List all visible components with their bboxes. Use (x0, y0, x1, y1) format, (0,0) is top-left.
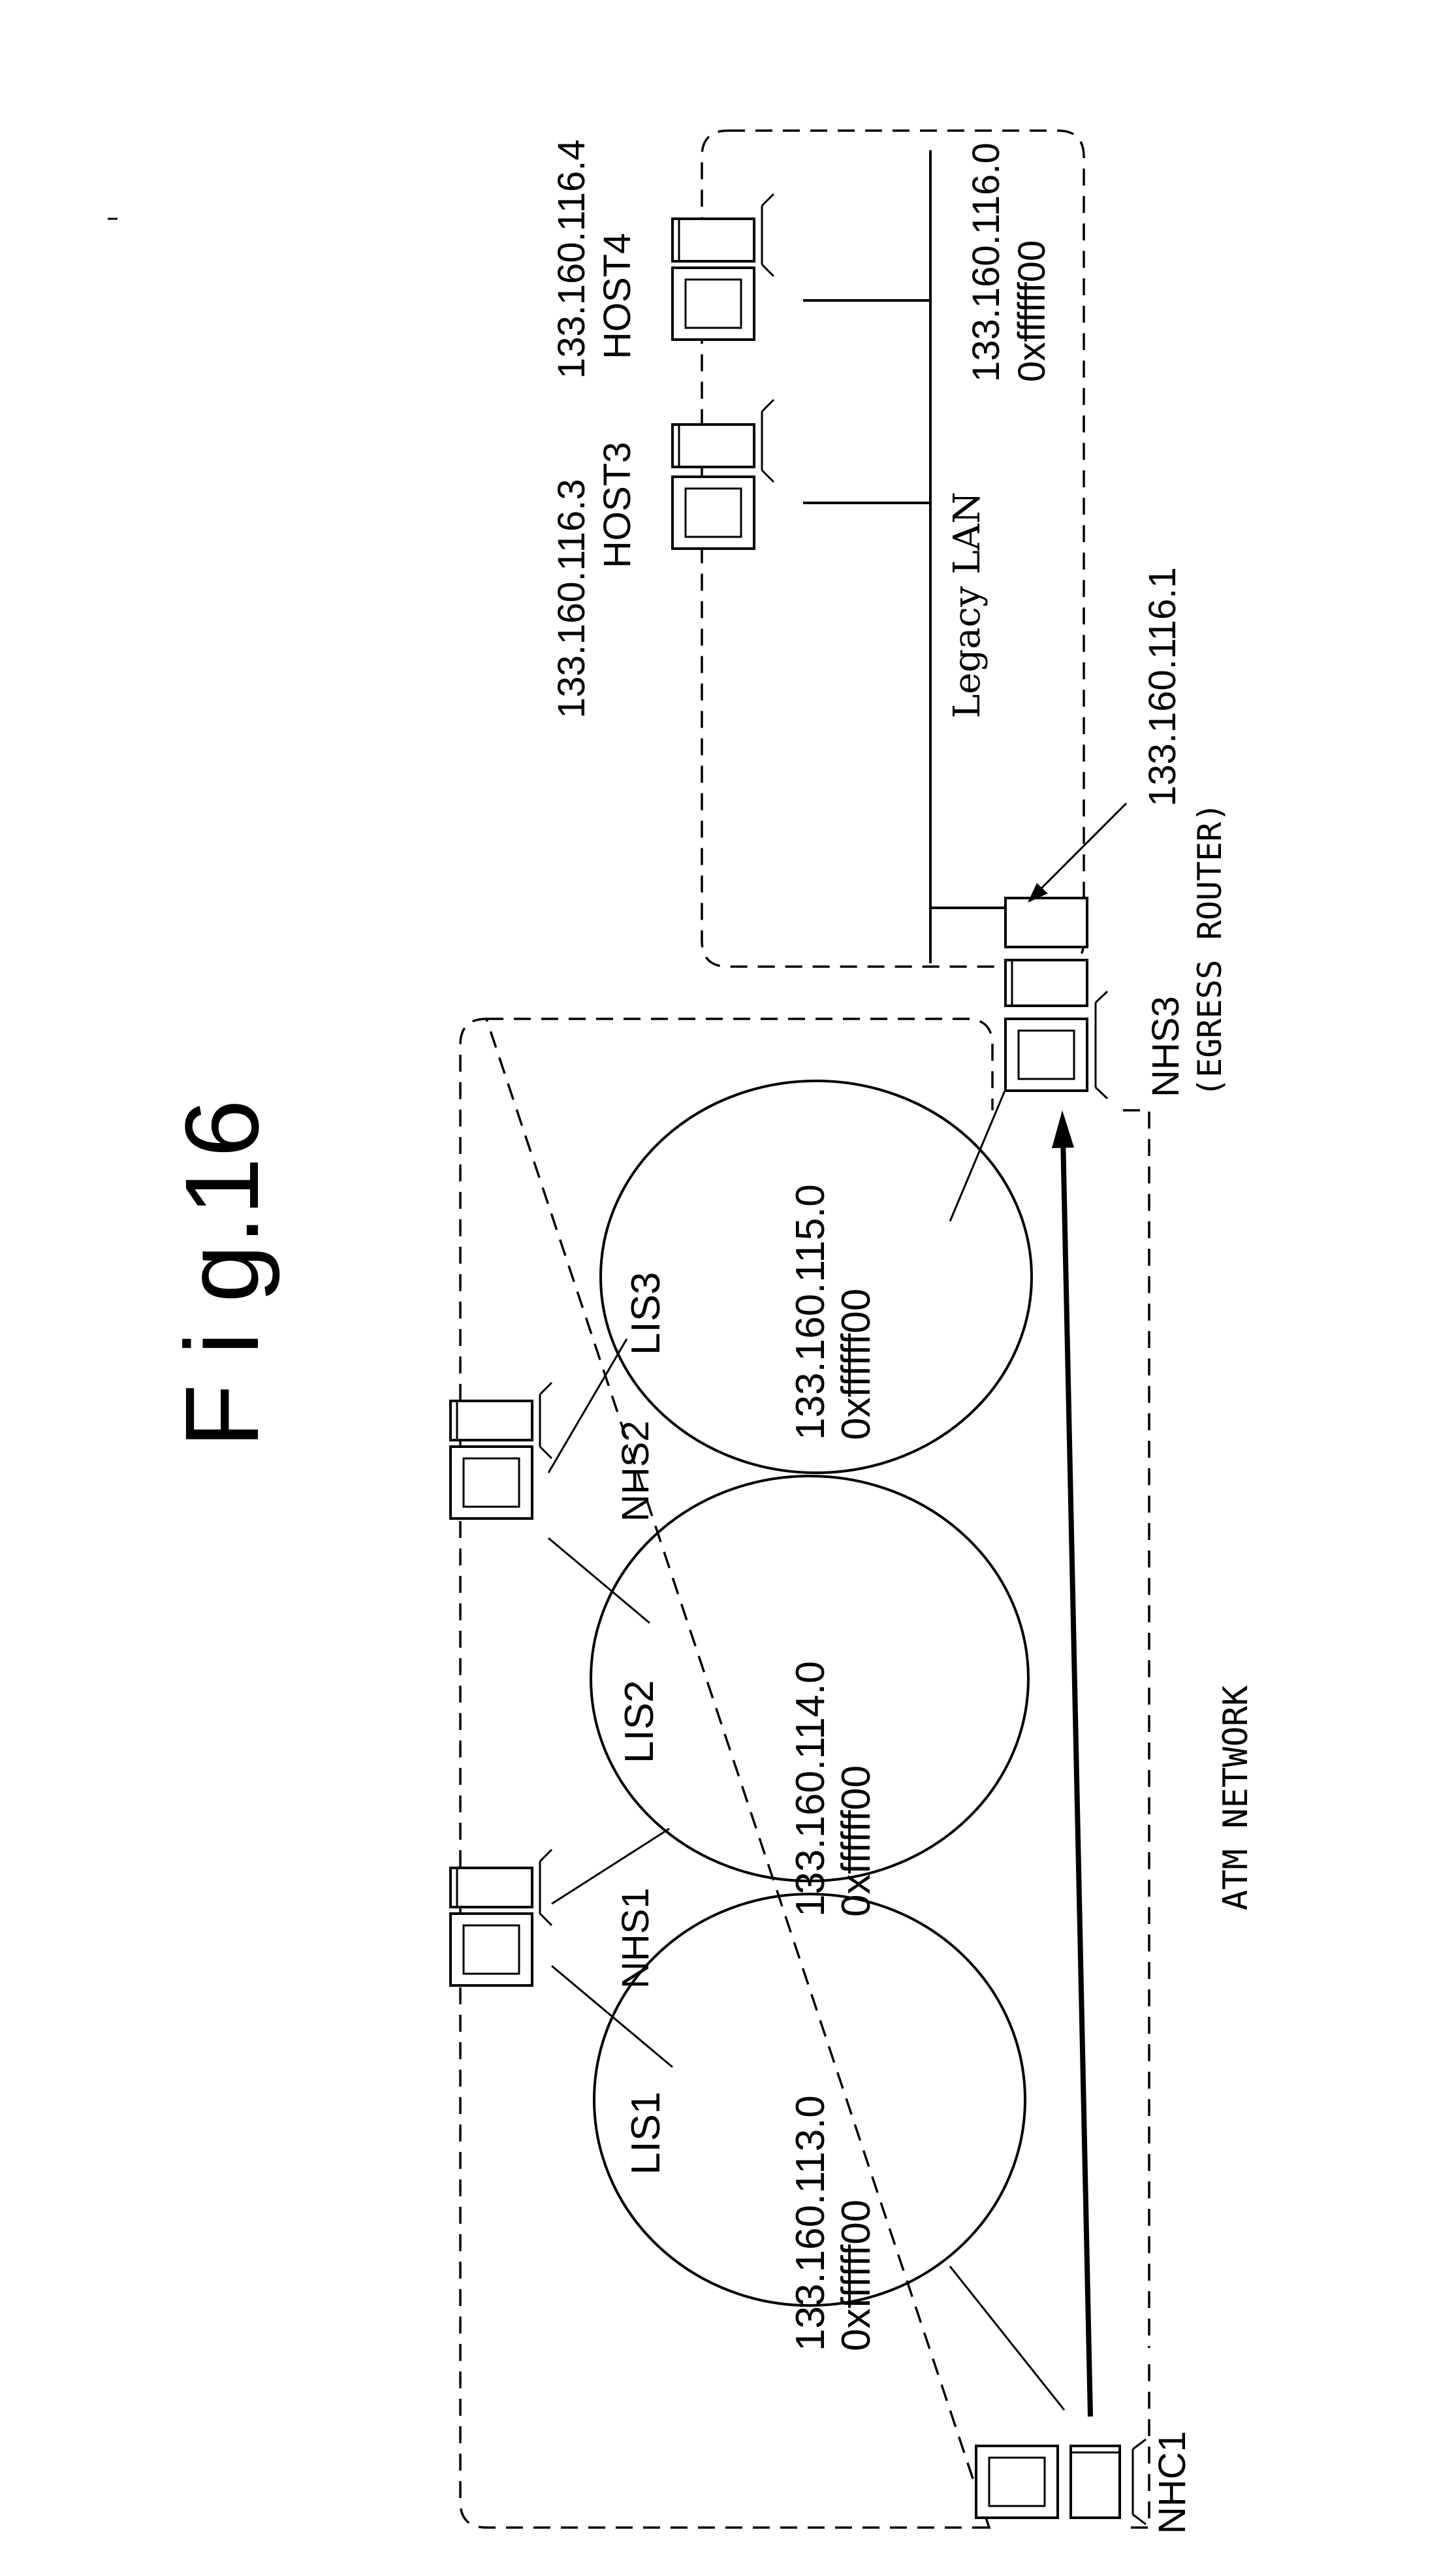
nhs2-lis2-link (548, 1537, 650, 1624)
nhs2-lis3-link (547, 1338, 628, 1473)
lis2-name: LIS2 (617, 1680, 662, 1763)
nhc1-nhs3-path (1060, 1136, 1093, 2417)
host3-workstation (671, 398, 775, 550)
atm-network-label: ATM NETWORK (1216, 1685, 1256, 1910)
lis1-mask: 0xffffff00 (834, 2200, 879, 2351)
nhs2-label: NHS2 (614, 1421, 657, 1522)
host4-workstation (671, 193, 775, 341)
atm-network-boundary (459, 1018, 1150, 2529)
legacy-lan-label: Legacy LAN (946, 492, 989, 718)
host4-address: 133.160.116.4 (550, 139, 593, 379)
nhs1-lis1-link (551, 1965, 673, 2068)
nhs1-workstation (449, 1848, 553, 1987)
lis3-ellipse (599, 1080, 1033, 1474)
host3-label: HOST3 (596, 442, 639, 568)
nhc1-lis1-link (949, 2266, 1066, 2411)
nhs3-label: NHS3 (1145, 996, 1187, 1097)
lis1-ellipse (593, 1893, 1026, 2307)
nhs3-lan-address: 133.160.116.1 (1141, 567, 1184, 807)
lis2-network: 133.160.114.0 (788, 1661, 833, 1917)
host4-label: HOST4 (596, 233, 639, 359)
lis2-mask: 0xffffff00 (834, 1765, 879, 1917)
lis2-ellipse (590, 1475, 1030, 1882)
legacy-lan-network: 133.160.116.0 (965, 142, 1007, 382)
nhc1-workstation (975, 2438, 1147, 2526)
router-address-pointer (1030, 802, 1128, 899)
figure-title: F i g.16 (163, 1099, 280, 1448)
nhs3-workstation (1004, 897, 1109, 1100)
lis1-name: LIS1 (624, 2091, 669, 2175)
arrow-head (1052, 1110, 1074, 1148)
pointer-head (1028, 883, 1048, 903)
nhs3-role: (EGRESS ROUTER) (1191, 802, 1229, 1097)
host3-address: 133.160.116.3 (550, 479, 593, 718)
router-port-box (1004, 897, 1088, 948)
lis3-network: 133.160.115.0 (788, 1184, 833, 1440)
nhc1-label: NHC1 (1151, 2431, 1194, 2534)
lis1-network: 133.160.113.0 (788, 2095, 833, 2351)
nhs2-workstation (449, 1381, 553, 1520)
legacy-lan-mask: 0xffffff00 (1011, 240, 1053, 382)
lis3-name: LIS3 (624, 1272, 669, 1355)
legacy-lan-boundary (701, 129, 1085, 968)
nhs1-label: NHS1 (614, 1887, 657, 1989)
nhs1-lis2-link (551, 1827, 670, 1905)
lis3-mask: 0xffffff00 (834, 1289, 879, 1440)
